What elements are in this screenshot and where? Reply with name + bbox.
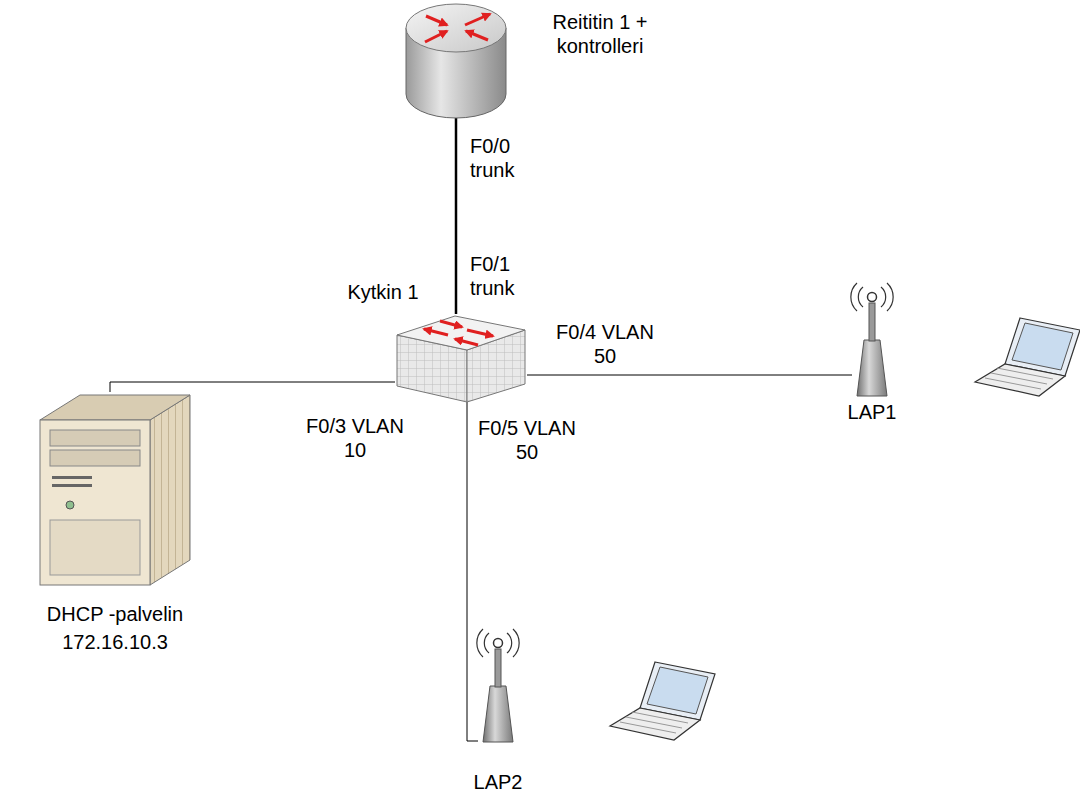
router-node: Reititin 1 + kontrolleri (405, 2, 507, 118)
node-label: 172.16.10.3 (22, 630, 208, 654)
port-label: F0/3 VLAN 10 (305, 414, 405, 462)
port-label: F0/0 trunk (470, 134, 532, 182)
server-node: DHCP -palvelin172.16.10.3 (35, 392, 195, 587)
node-label: Kytkin 1 (333, 280, 433, 304)
switch-icon (397, 316, 525, 402)
router-icon (406, 4, 506, 118)
node-label: LAP2 (448, 770, 548, 794)
node-label: DHCP -palvelin (22, 602, 208, 626)
trunk-link (455, 118, 458, 314)
access-link (110, 382, 395, 392)
access-point-node: LAP2 (478, 629, 518, 742)
node-label: LAP1 (822, 400, 922, 424)
node-label: Reititin 1 + kontrolleri (535, 10, 665, 58)
port-label: F0/5 VLAN 50 (477, 416, 577, 464)
access-point-node: LAP1 (852, 283, 892, 396)
access-link (467, 402, 478, 741)
port-label: F0/1 trunk (470, 252, 532, 300)
switch-node: Kytkin 1 (395, 314, 527, 402)
access-link (527, 375, 852, 376)
port-label: F0/4 VLAN 50 (555, 320, 655, 368)
server-icon (40, 395, 190, 585)
